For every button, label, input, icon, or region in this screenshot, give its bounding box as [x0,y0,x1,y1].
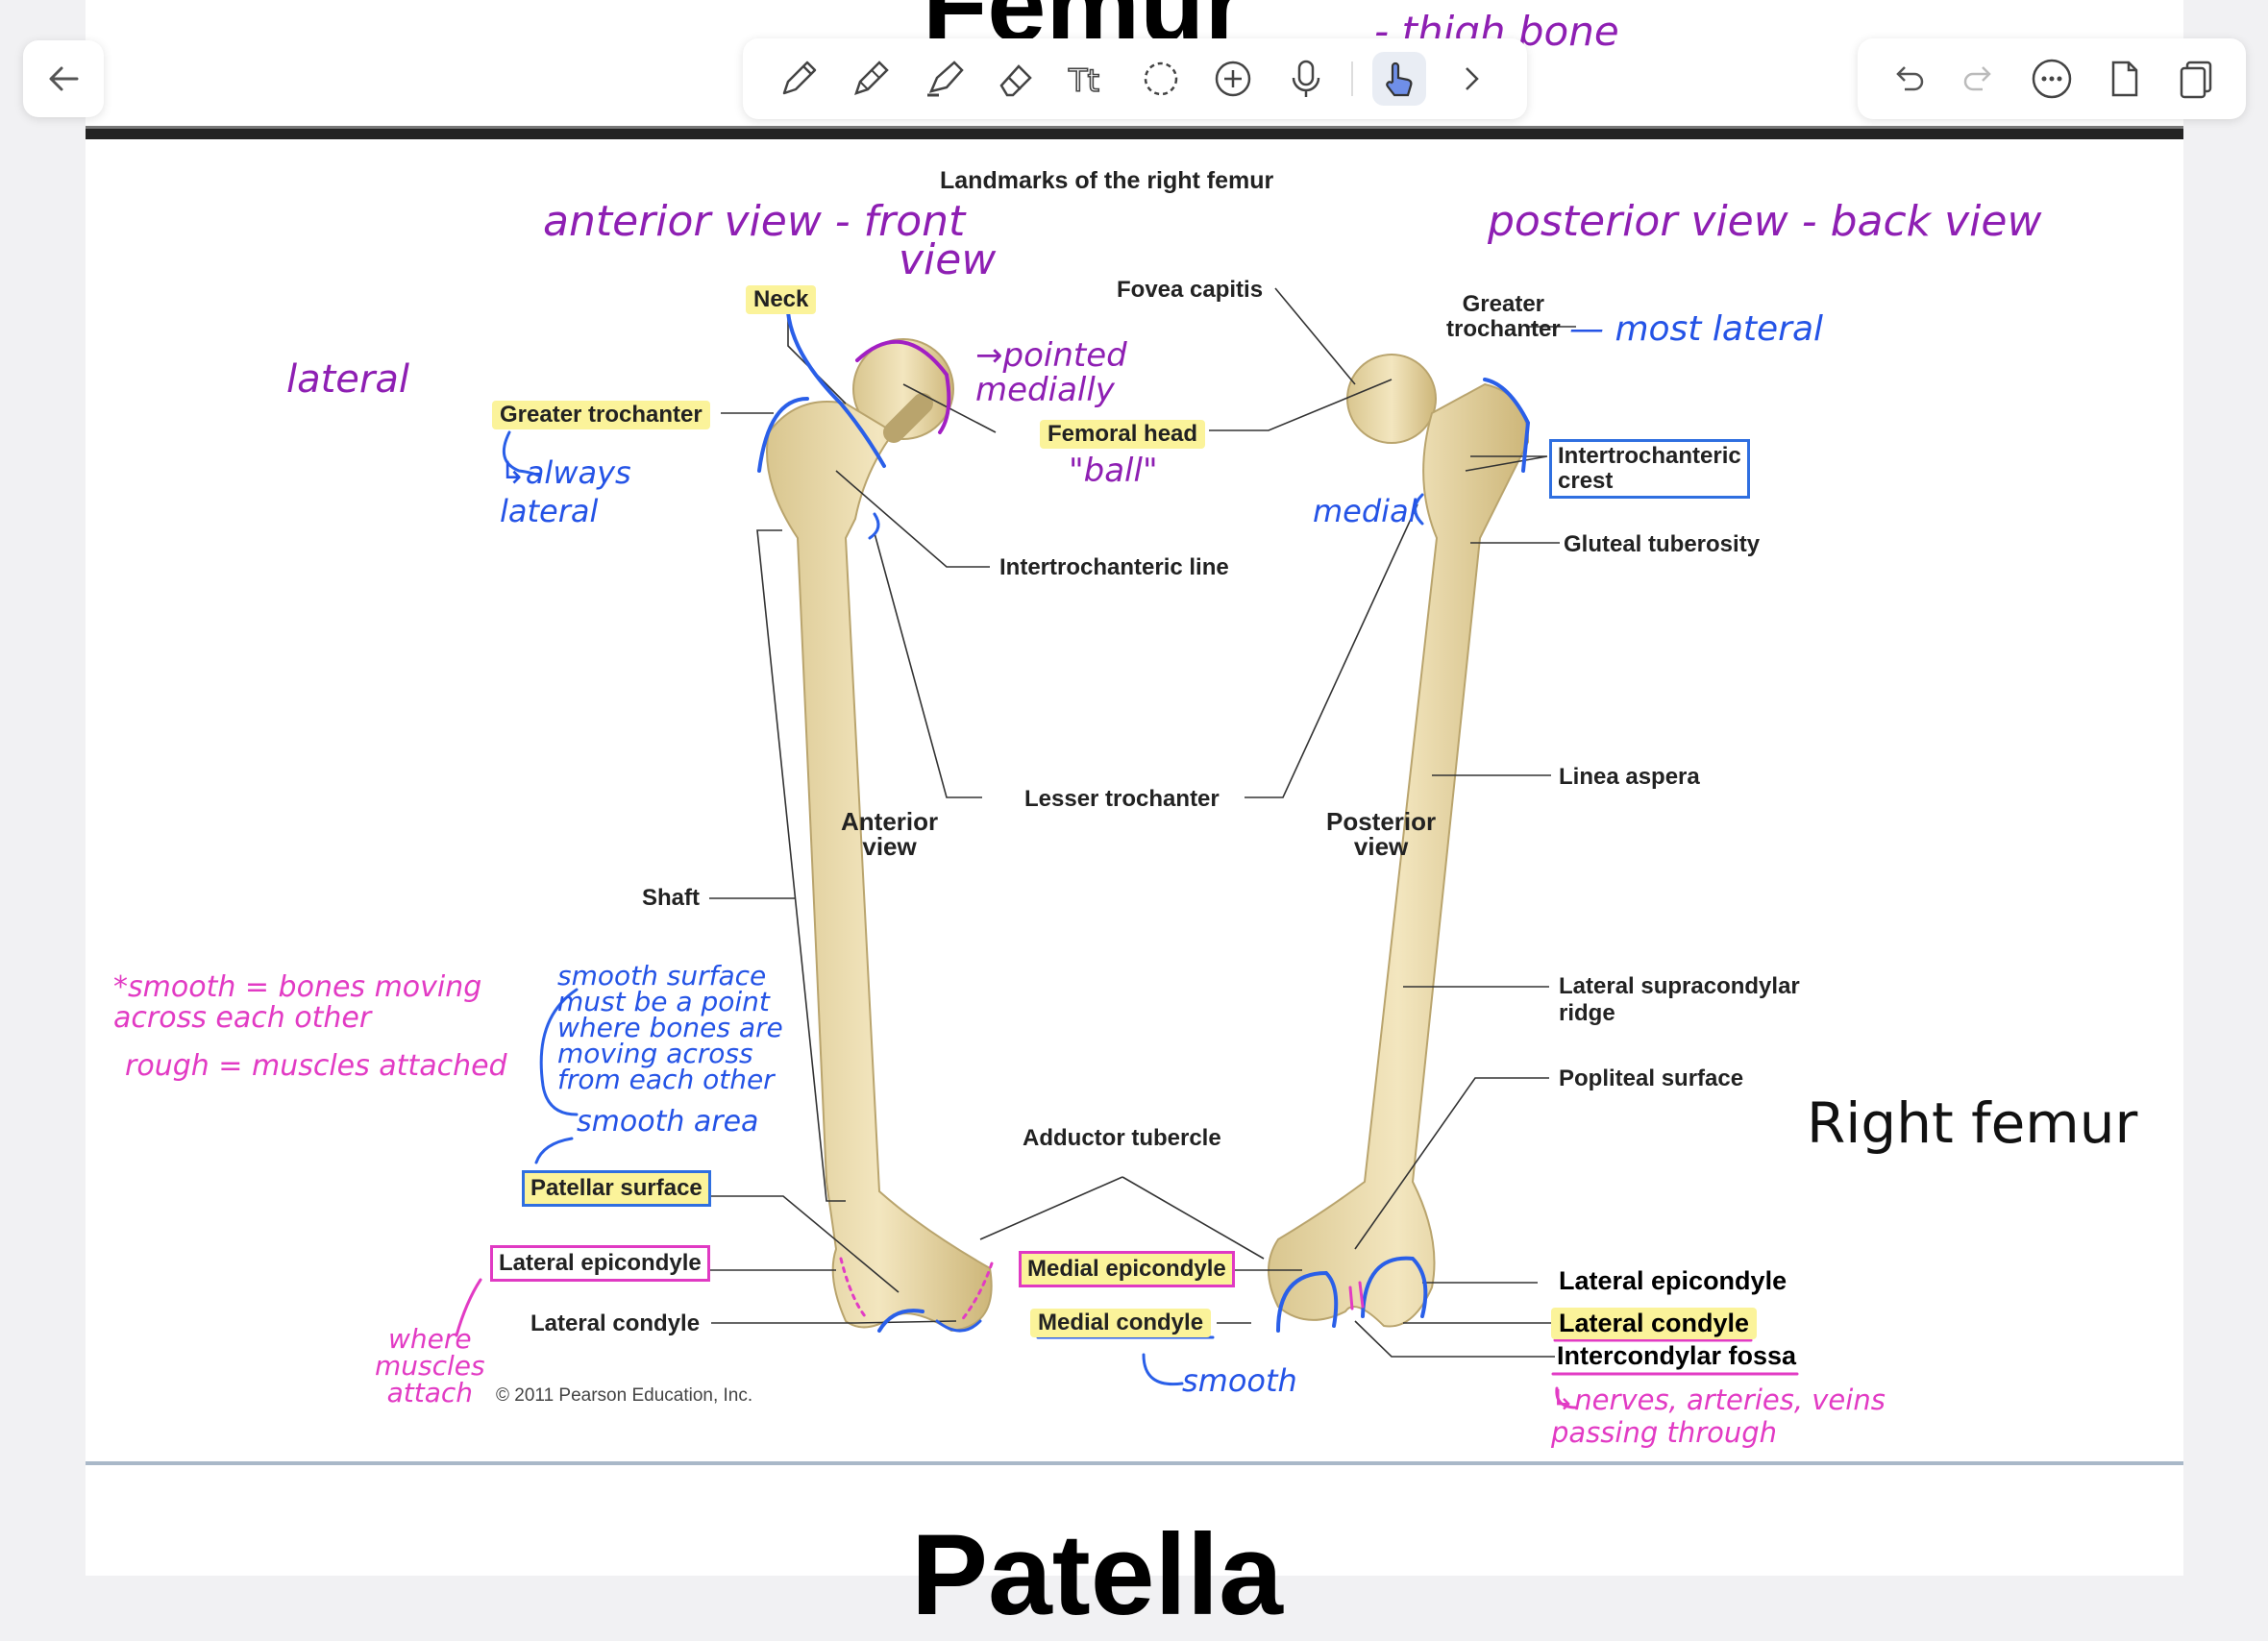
label-fovea-capitis: Fovea capitis [1117,277,1263,304]
page-break-line [86,1461,2183,1465]
note-smooth-definition: *smooth = bones moving across each other [113,972,481,1034]
note-smooth-area: smooth area [577,1105,758,1139]
label-lesser-trochanter: Lesser trochanter [1024,786,1220,813]
note-always-lateral: ↳always lateral [500,453,631,530]
label-popliteal-surface: Popliteal surface [1559,1065,1743,1092]
label-femoral-head: Femoral head [1040,420,1205,449]
label-lateral-condyle-posterior: Lateral condyle [1551,1308,1757,1339]
note-smooth: smooth [1182,1362,1297,1399]
label-lateral-epicondyle-posterior: Lateral epicondyle [1559,1266,1787,1296]
label-intertrochanteric-line: Intertrochanteric line [999,554,1229,581]
label-medial-epicondyle: Medial epicondyle [1019,1251,1235,1287]
note-medial: medial [1313,493,1418,529]
label-lateral-supracondylar-ridge: Lateral supracondylar ridge [1559,973,1800,1027]
label-linea-aspera: Linea aspera [1559,764,1700,791]
label-neck: Neck [746,285,816,314]
posterior-view-label: Posterior view [1326,809,1436,859]
note-pointed-medially: →pointed medially [975,338,1127,407]
note-rough-definition: rough = muscles attached [125,1049,507,1083]
note-posterior-view: posterior view - back view [1488,197,2041,246]
label-lateral-epicondyle-anterior: Lateral epicondyle [490,1245,710,1282]
note-most-lateral: — most lateral [1569,309,1823,349]
label-greater-trochanter: Greater trochanter [492,401,710,429]
note-ball: "ball" [1069,452,1158,490]
label-medial-condyle: Medial condyle [1030,1309,1211,1337]
next-page-title: Patella [911,1508,1283,1641]
anterior-view-label: Anterior view [841,809,938,859]
label-intertrochanteric-crest: Intertrochanteric crest [1549,439,1750,499]
label-greater-trochanter-posterior: Greater trochanter [1446,292,1561,342]
note-smooth-surface: smooth surface must be a point where bon… [557,963,783,1092]
label-patellar-surface: Patellar surface [522,1170,711,1207]
label-gluteal-tuberosity: Gluteal tuberosity [1564,531,1760,558]
note-right-femur: Right femur [1807,1090,2137,1156]
copyright: © 2011 Pearson Education, Inc. [496,1385,752,1407]
label-shaft: Shaft [642,885,700,912]
note-where-muscles-attach: where muscles attach [375,1326,485,1407]
label-intercondylar-fossa: Intercondylar fossa [1557,1341,1796,1371]
note-anterior-view-2: view [899,235,996,284]
note-lateral: lateral [286,357,409,402]
label-lateral-condyle-anterior: Lateral condyle [530,1310,700,1337]
note-nerves-arteries-veins: ↳nerves, arteries, veins passing through [1551,1384,1886,1449]
figure-title: Landmarks of the right femur [940,167,1273,195]
label-adductor-tubercle: Adductor tubercle [1023,1125,1221,1152]
